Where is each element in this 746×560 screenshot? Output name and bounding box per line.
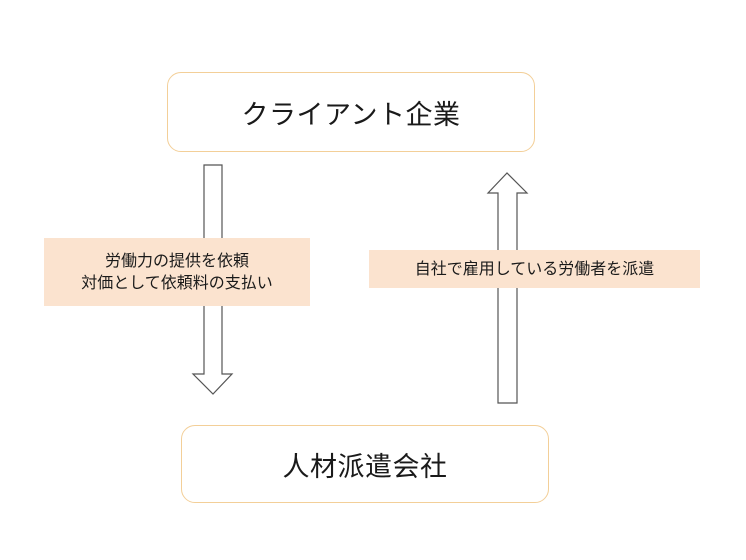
request-labor-text: 労働力の提供を依頼 <box>104 251 249 270</box>
client-company-node: クライアント企業 <box>167 72 535 152</box>
request-payment-label: 労働力の提供を依頼 対価として依頼料の支払い <box>44 238 310 306</box>
client-company-label: クライアント企業 <box>241 99 461 131</box>
dispatch-workers-label: 自社で雇用している労働者を派遣 <box>369 250 700 288</box>
up-arrow <box>486 172 529 404</box>
dispatch-workers-text: 自社で雇用している労働者を派遣 <box>414 259 655 278</box>
staffing-agency-label: 人材派遣会社 <box>282 451 448 483</box>
staffing-agency-node: 人材派遣会社 <box>181 425 549 503</box>
payment-fee-text: 対価として依頼料の支払い <box>81 273 273 292</box>
